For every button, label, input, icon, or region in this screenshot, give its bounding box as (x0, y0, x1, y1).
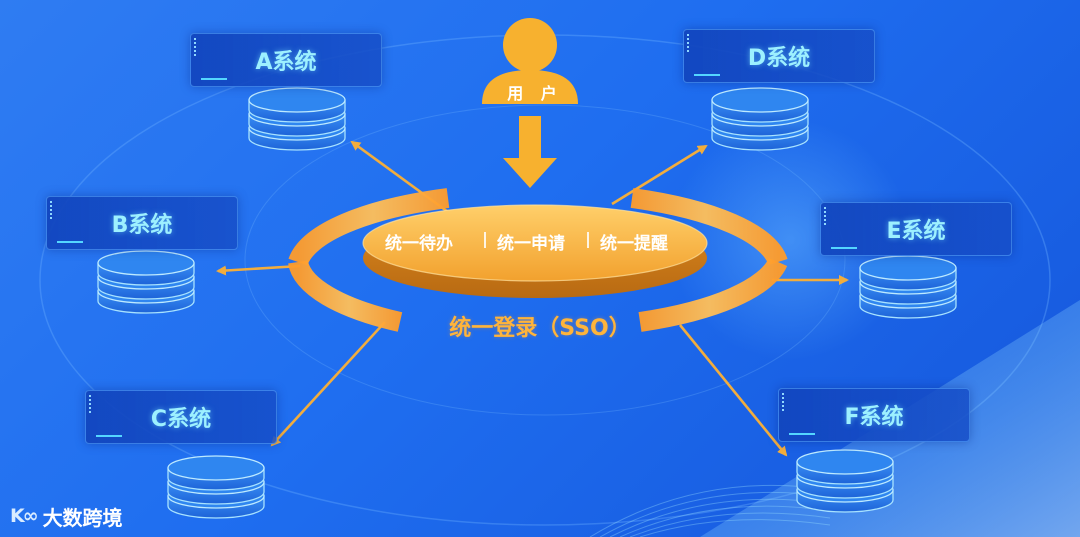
database-icon-d (711, 87, 809, 151)
system-card-a: A系统 (190, 33, 382, 87)
system-card-f: F系统 (778, 388, 970, 442)
user-label: 用 户 (507, 84, 563, 103)
sso-ring (288, 188, 788, 332)
logo-text: 大数跨境 (42, 505, 123, 530)
logo-mark: K∞ (10, 505, 39, 527)
hub-item-todo: 统一待办 (385, 233, 453, 254)
database-icon-e (859, 255, 957, 319)
user-icon (482, 18, 578, 104)
database-icon-c (167, 455, 265, 519)
arrow-to-d (611, 144, 708, 206)
sso-caption: 统一登录（SSO） (449, 316, 631, 341)
system-card-c: C系统 (85, 390, 277, 444)
database-icon-a (248, 87, 346, 151)
system-card-d: D系统 (683, 29, 875, 83)
hub-separator (484, 232, 486, 248)
watermark-logo: K∞ 大数跨境 (10, 502, 123, 530)
arrow-to-b (216, 264, 301, 276)
arrow-to-f (678, 324, 788, 457)
system-label-a: A系统 (255, 50, 317, 75)
hub-separator (587, 232, 589, 248)
database-icon-b (97, 250, 195, 314)
down-arrow-icon (503, 116, 557, 188)
system-label-d: D系统 (747, 46, 811, 71)
system-label-f: F系统 (844, 405, 904, 430)
database-icon-f (796, 449, 894, 513)
hub-item-remind: 统一提醒 (600, 233, 668, 254)
system-label-b: B系统 (111, 213, 173, 238)
hub-disk (362, 204, 708, 298)
arrow-to-c (270, 321, 386, 447)
system-card-b: B系统 (46, 196, 238, 250)
system-card-e: E系统 (820, 202, 1012, 256)
system-label-c: C系统 (150, 407, 212, 432)
system-label-e: E系统 (886, 219, 946, 244)
hub-item-apply: 统一申请 (497, 233, 565, 254)
